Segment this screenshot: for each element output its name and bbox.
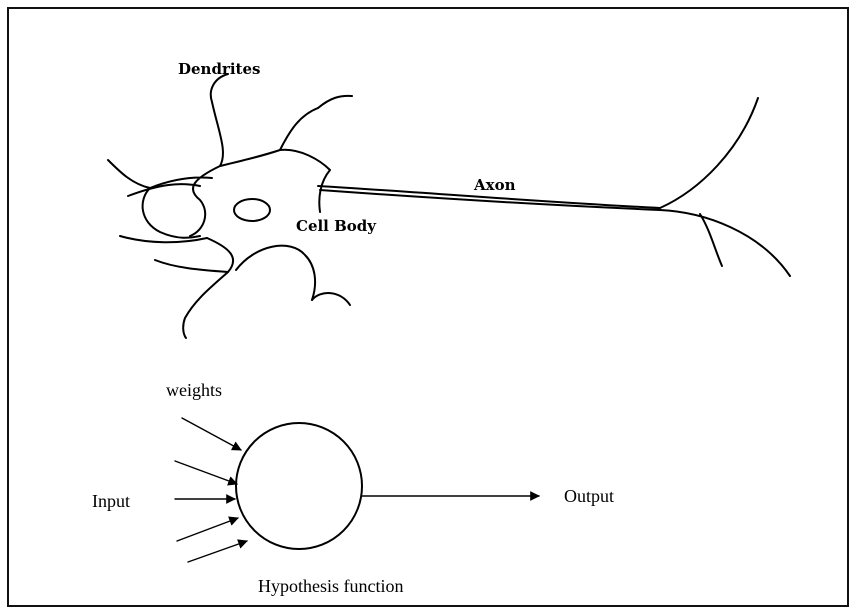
dendrite-branches [108,74,352,338]
axon-label: Axon [473,176,516,194]
biological-neuron: Dendrites Cell Body Axon [108,60,790,338]
input-arrow [175,461,237,484]
nucleus [234,199,270,221]
input-label: Input [92,491,130,511]
dendrites-label: Dendrites [178,60,260,78]
input-arrow [182,418,241,450]
output-label: Output [564,486,614,506]
cell-body-outline [150,102,318,300]
artificial-neuron: weights Input Output Hypothesis function [92,380,614,596]
weights-label: weights [166,380,222,400]
hypothesis-node [236,423,362,549]
input-arrow [177,518,238,541]
hypothesis-function-label: Hypothesis function [258,576,404,596]
cell-body-label: Cell Body [296,217,377,235]
input-arrow [188,541,247,562]
axon-terminals [660,98,790,276]
